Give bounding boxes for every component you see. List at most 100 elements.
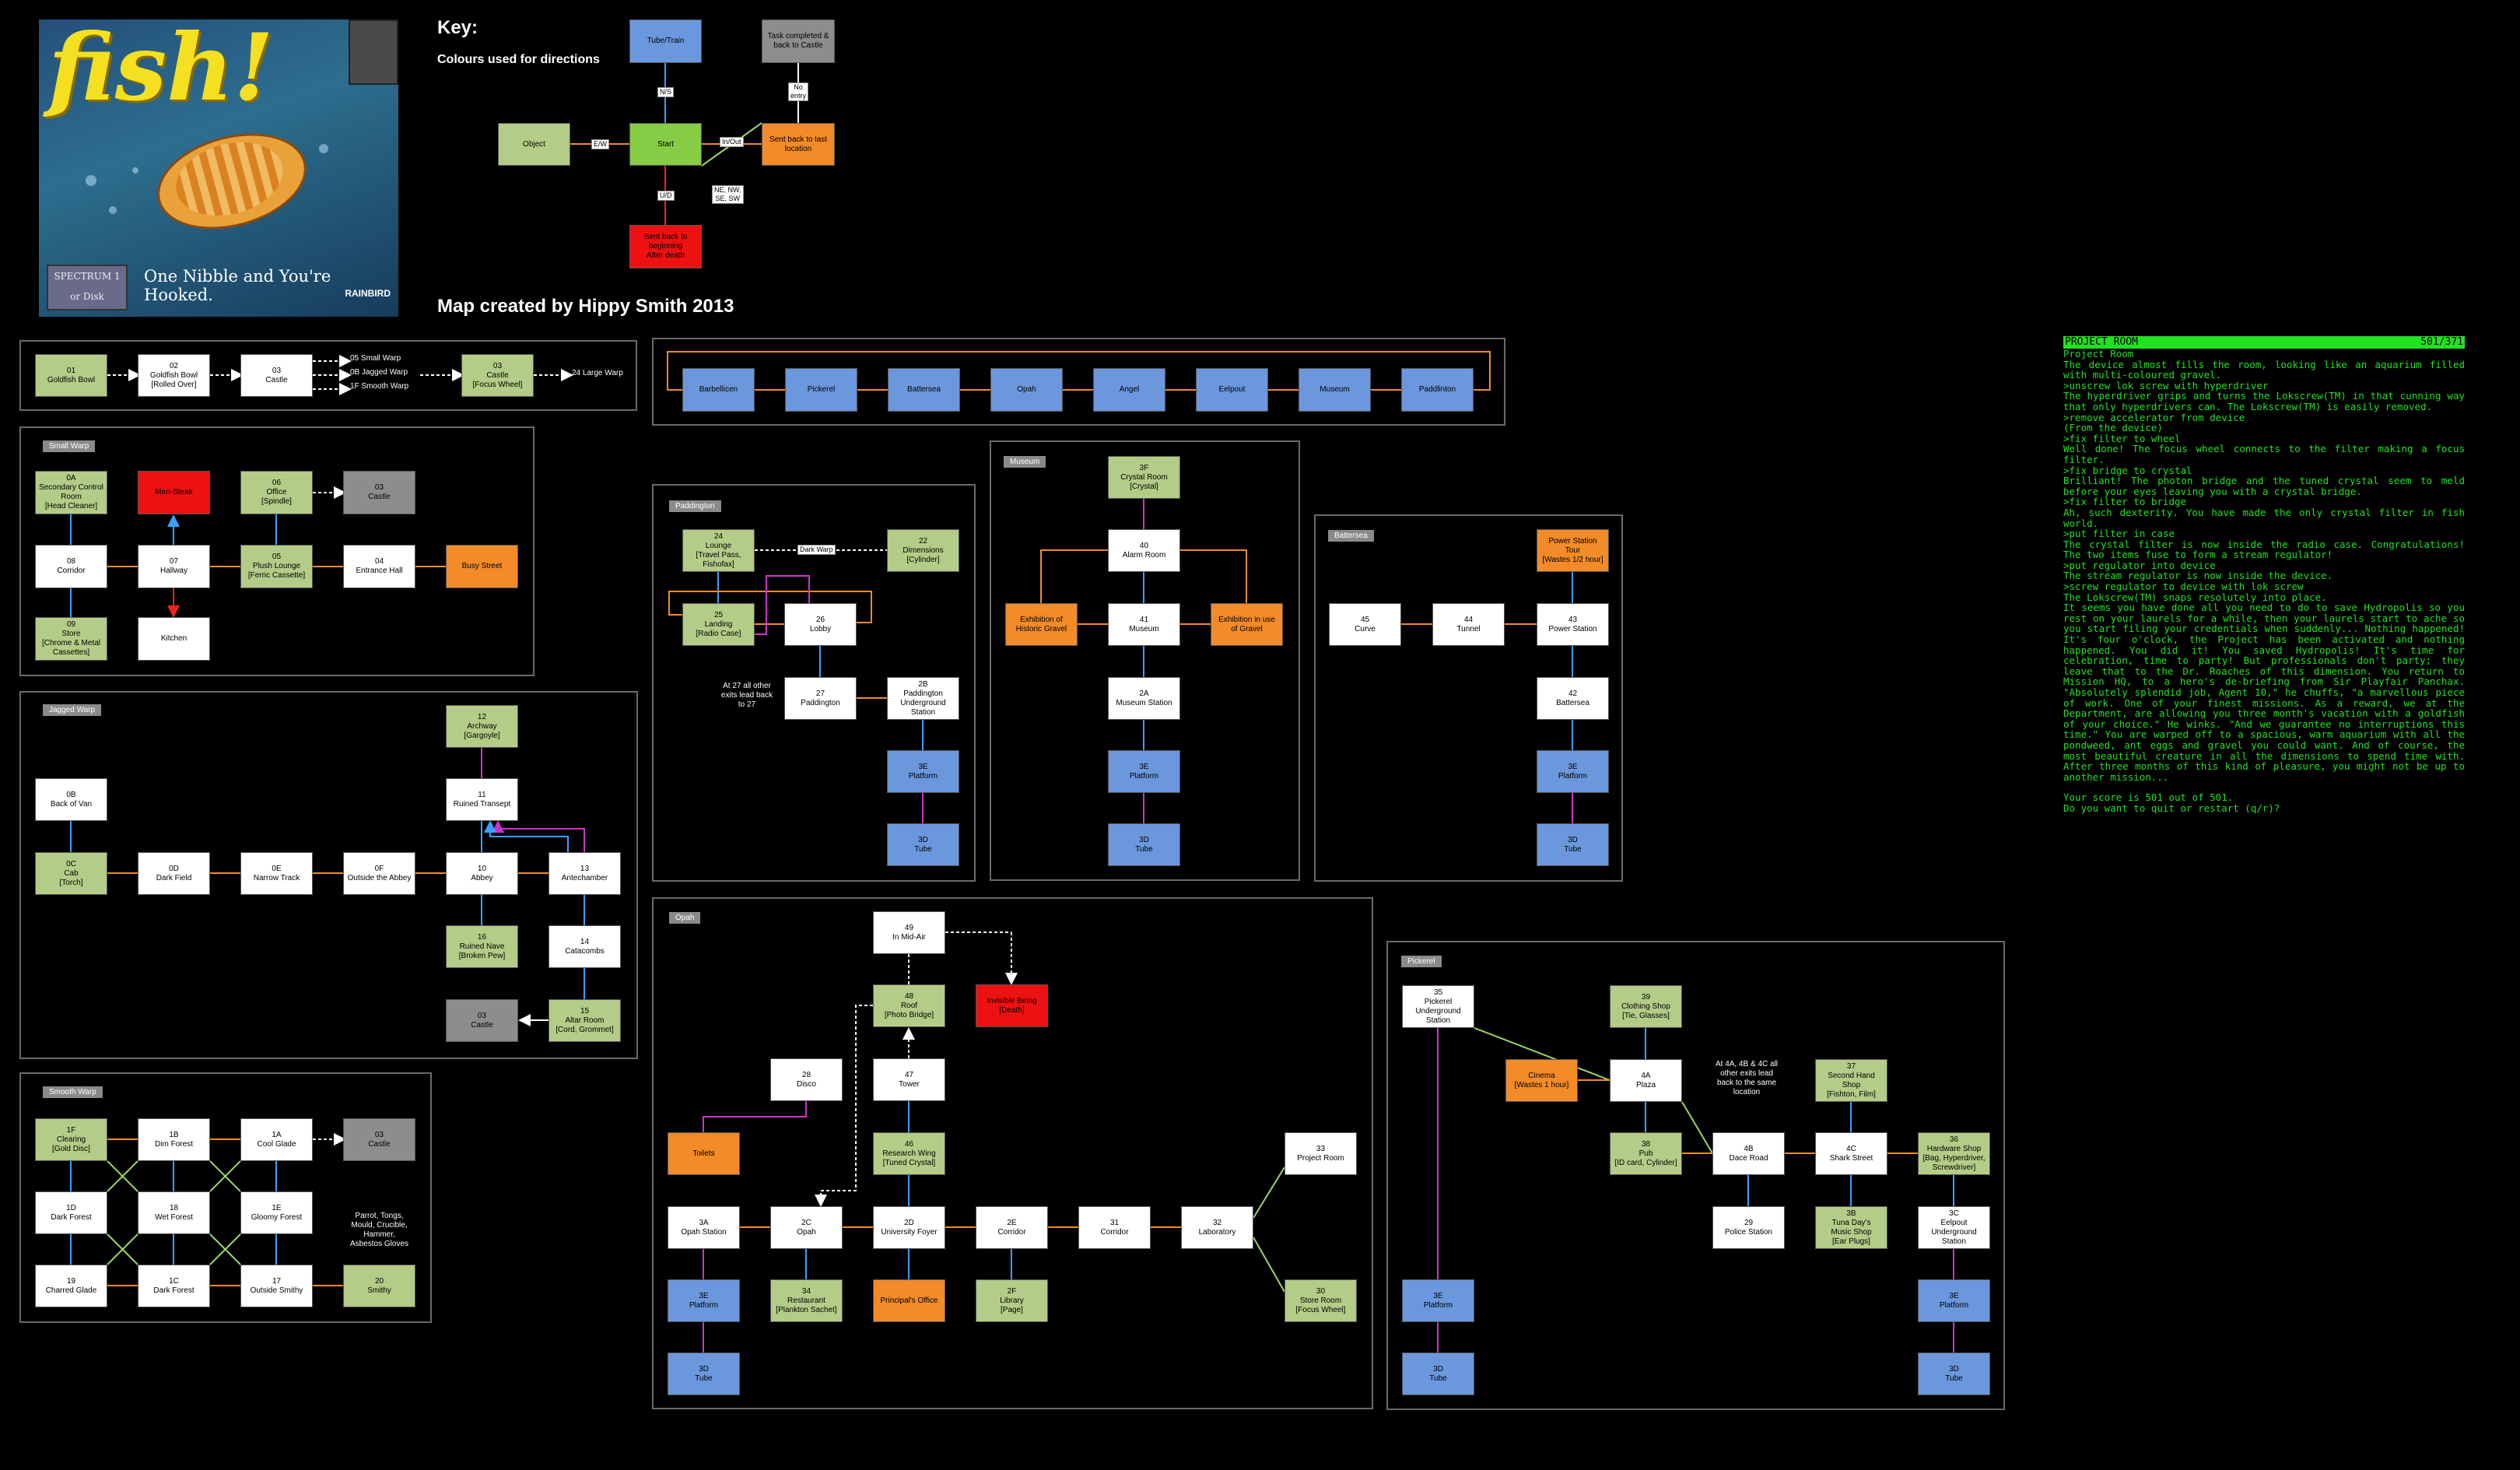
- room-0c-cab: 0C Cab [Torch]: [35, 852, 107, 895]
- room-35-pickerel-station: 35 Pickerel Underground Station: [1402, 985, 1474, 1028]
- terminal-line: Do you want to quit or restart (q/r)?: [2063, 802, 2280, 814]
- room-0d-dark-field: 0D Dark Field: [138, 852, 210, 895]
- room-13-antechamber: 13 Antechamber: [549, 852, 621, 895]
- connection-line: [484, 820, 569, 852]
- room-3e-platform-pickerel: 3E Platform: [1402, 1279, 1474, 1322]
- room-03-castle-smooth: 03 Castle: [343, 1118, 415, 1161]
- terminal-command: >fix filter to wheel: [2063, 432, 2181, 444]
- room-36-hardware-shop: 36 Hardware Shop [Bag, Hyperdriver, Scre…: [1918, 1132, 1990, 1175]
- tube-station: Opah: [990, 368, 1063, 412]
- panel-title-jagged-warp: Jagged Warp: [43, 704, 102, 716]
- panel-title-paddington: Paddington: [669, 500, 721, 512]
- panel-smooth-warp: [19, 1072, 432, 1323]
- map-credit: Map created by Hippy Smith 2013: [437, 296, 734, 317]
- room-07-hallway: 07 Hallway: [138, 545, 210, 588]
- room-2d-university-foyer: 2D University Foyer: [873, 1206, 945, 1249]
- room-3e-platform-paddington: 3E Platform: [887, 750, 959, 793]
- room-red-death: Invisible Being [Death]: [976, 984, 1048, 1027]
- room-43-power-station: 43 Power Station: [1537, 603, 1609, 646]
- key-label-diagonals: NE, NW, SE, SW: [712, 185, 744, 204]
- room-18-wet-forest: 18 Wet Forest: [138, 1191, 210, 1234]
- pickerel-exit-note: At 4A, 4B & 4C all other exits lead back…: [1715, 1060, 1779, 1096]
- room-4c-shark-street: 4C Shark Street: [1815, 1132, 1887, 1175]
- room-32-laboratory: 32 Laboratory: [1181, 1206, 1253, 1249]
- room-03-castle: 03 Castle: [240, 354, 313, 397]
- room-1a-cool-glade: 1A Cool Glade: [240, 1118, 313, 1161]
- room-03-castle-small: 03 Castle: [343, 471, 415, 514]
- room-3e-platform-battersea: 3E Platform: [1537, 750, 1609, 793]
- warp-label-large: 24 Large Warp: [572, 369, 623, 377]
- room-39-clothing-shop: 39 Clothing Shop [Tie, Glasses]: [1610, 985, 1682, 1028]
- terminal-line: (From the device): [2063, 422, 2163, 434]
- room-31-corridor: 31 Corridor: [1078, 1206, 1151, 1249]
- terminal-line: The Lokscrew(TM) snaps resolutely into p…: [2063, 591, 2327, 603]
- room-3e-platform-eelpout: 3E Platform: [1918, 1279, 1990, 1322]
- connection-line: [1681, 1101, 1713, 1154]
- room-34-restaurant: 34 Restaurant [Plankton Sachet]: [770, 1279, 843, 1322]
- key-sent-back-node: Sent back to last location: [762, 123, 835, 166]
- terminal-command: >fix filter to bridge: [2063, 496, 2187, 508]
- tube-station: Barbellicen: [682, 368, 755, 412]
- key-death-node: Sent back to beginning After death: [629, 225, 702, 268]
- terminal-line: The stream regulator is now inside the d…: [2063, 570, 2333, 582]
- cover-logo: fish!: [48, 19, 274, 121]
- room-22-dimensions: 22 Dimensions [Cylinder]: [887, 529, 959, 572]
- room-01-goldfish-bowl: 01 Goldfish Bowl: [35, 354, 107, 397]
- terminal-line: Project Room: [2063, 348, 2134, 360]
- terminal-line: The hyperdriver grips and turns the Loks…: [2063, 390, 2471, 412]
- castle-icon: [349, 19, 398, 85]
- cover-tagline: One Nibble and You're Hooked.: [144, 267, 331, 304]
- publisher-logo: RAINBIRD: [345, 288, 391, 299]
- room-46-research-wing: 46 Research Wing [Tuned Crystal]: [873, 1132, 945, 1175]
- connection-line: [1040, 549, 1108, 603]
- key-object-node: Object: [498, 123, 570, 166]
- room-40-alarm-room: 40 Alarm Room: [1108, 529, 1180, 572]
- room-41-museum: 41 Museum: [1108, 603, 1180, 646]
- room-toilets: Toilets: [668, 1132, 740, 1175]
- panel-tube-line: [652, 338, 1505, 426]
- room-06-office: 06 Office [Spindle]: [240, 471, 313, 514]
- tube-station: Eelpout: [1196, 368, 1268, 412]
- key-subtitle: Colours used for directions: [437, 53, 600, 66]
- warp-label-small: 05 Small Warp: [350, 354, 401, 363]
- room-3e-platform-opah: 3E Platform: [668, 1279, 740, 1322]
- room-03-castle-focus-wheel: 03 Castle [Focus Wheel]: [461, 354, 534, 397]
- room-2e-corridor: 2E Corridor: [976, 1206, 1048, 1249]
- panel-title-small-warp: Small Warp: [43, 440, 96, 452]
- room-0a-secondary-control: 0A Secondary Control Room [Head Cleaner]: [35, 471, 107, 514]
- key-label-inout: In/Out: [720, 137, 744, 147]
- room-3d-tube-pickerel: 3D Tube: [1402, 1352, 1474, 1395]
- room-3d-tube-battersea: 3D Tube: [1537, 823, 1609, 866]
- room-19-charred-glade: 19 Charred Glade: [35, 1265, 107, 1307]
- game-cover-art: fish! One Nibble and You're Hooked. SPEC…: [39, 19, 398, 317]
- key-label-ud: U/D: [657, 191, 675, 201]
- panel-pickerel: [1386, 941, 2005, 1410]
- room-45-curve: 45 Curve: [1329, 603, 1401, 646]
- panel-paddington: [652, 484, 976, 882]
- key-label-ew: E/W: [591, 139, 609, 149]
- terminal-status-bar: PROJECT ROOM 501/371: [2063, 336, 2465, 349]
- connection-line: [1253, 1237, 1285, 1293]
- connection-line: [703, 1101, 807, 1132]
- connection-line: [209, 1233, 241, 1265]
- terminal-line: Brilliant! The photon bridge and the tun…: [2063, 475, 2471, 497]
- room-1c-dark-forest: 1C Dark Forest: [138, 1265, 210, 1307]
- tube-station: Paddlinton: [1401, 368, 1474, 412]
- key-start-node: Start: [629, 123, 702, 166]
- tube-station: Battersea: [888, 368, 960, 412]
- key-task-node: Task completed & back to Castle: [762, 19, 835, 63]
- tube-station: Museum: [1299, 368, 1371, 412]
- connection-line: [107, 1160, 138, 1192]
- terminal-score: 501/371: [2420, 336, 2463, 348]
- key-title: Key:: [437, 17, 478, 38]
- room-3a-opah-station: 3A Opah Station: [668, 1206, 740, 1249]
- terminal-command: >remove accelerator from device: [2063, 411, 2245, 423]
- terminal-command: >screw regulator to device with lok scre…: [2063, 581, 2304, 593]
- room-2a-museum-station: 2A Museum Station: [1108, 677, 1180, 720]
- warp-label-jagged: 0B Jagged Warp: [350, 368, 408, 377]
- room-04-entrance-hall: 04 Entrance Hall: [343, 545, 415, 588]
- room-cinema: Cinema [Wastes 1 hour]: [1505, 1059, 1578, 1102]
- tube-station: Angel: [1093, 368, 1165, 412]
- room-1d-dark-forest: 1D Dark Forest: [35, 1191, 107, 1234]
